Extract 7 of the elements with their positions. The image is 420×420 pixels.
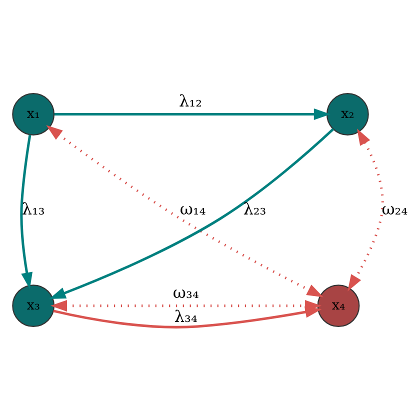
- edge-label: ω₁₄: [180, 198, 206, 218]
- edge-label: ω₃₄: [172, 282, 199, 302]
- edge-label: λ₂₃: [243, 198, 266, 218]
- edge-label: λ₁₂: [178, 90, 202, 110]
- edge-label: λ₃₄: [174, 306, 198, 326]
- edge-label: ω₂₄: [382, 198, 408, 218]
- edge-label: λ₁₃: [22, 198, 45, 218]
